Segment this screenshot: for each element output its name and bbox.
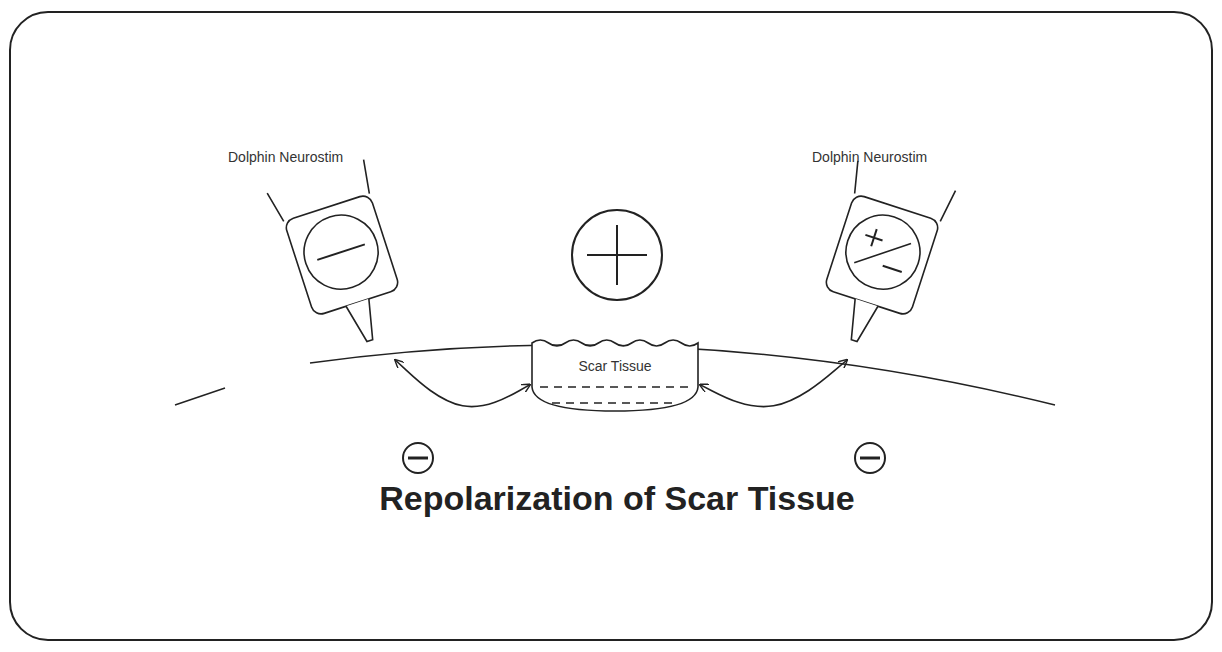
minus-charge-symbol — [403, 443, 433, 473]
frame-border — [10, 12, 1212, 640]
device-label: Dolphin Neurostim — [812, 148, 1018, 166]
polarity-arrow — [700, 360, 847, 407]
scar-outline — [530, 335, 700, 415]
device-label: Dolphin Neurostim — [228, 148, 452, 166]
probe-device: Dolphin Neurostim — [225, 145, 452, 360]
plus-symbol — [572, 210, 662, 300]
polarity-arrow — [395, 360, 530, 407]
diagram-title: Repolarization of Scar Tissue — [367, 476, 867, 521]
probe-outline — [790, 145, 1018, 360]
skin-line — [175, 388, 225, 405]
scar-tissue-region: Scar Tissue — [530, 335, 700, 415]
minus-charge-symbol — [855, 443, 885, 473]
probe-outline — [225, 145, 452, 360]
probe-device: Dolphin Neurostim — [790, 145, 1018, 360]
region-label: Scar Tissue — [576, 357, 653, 375]
